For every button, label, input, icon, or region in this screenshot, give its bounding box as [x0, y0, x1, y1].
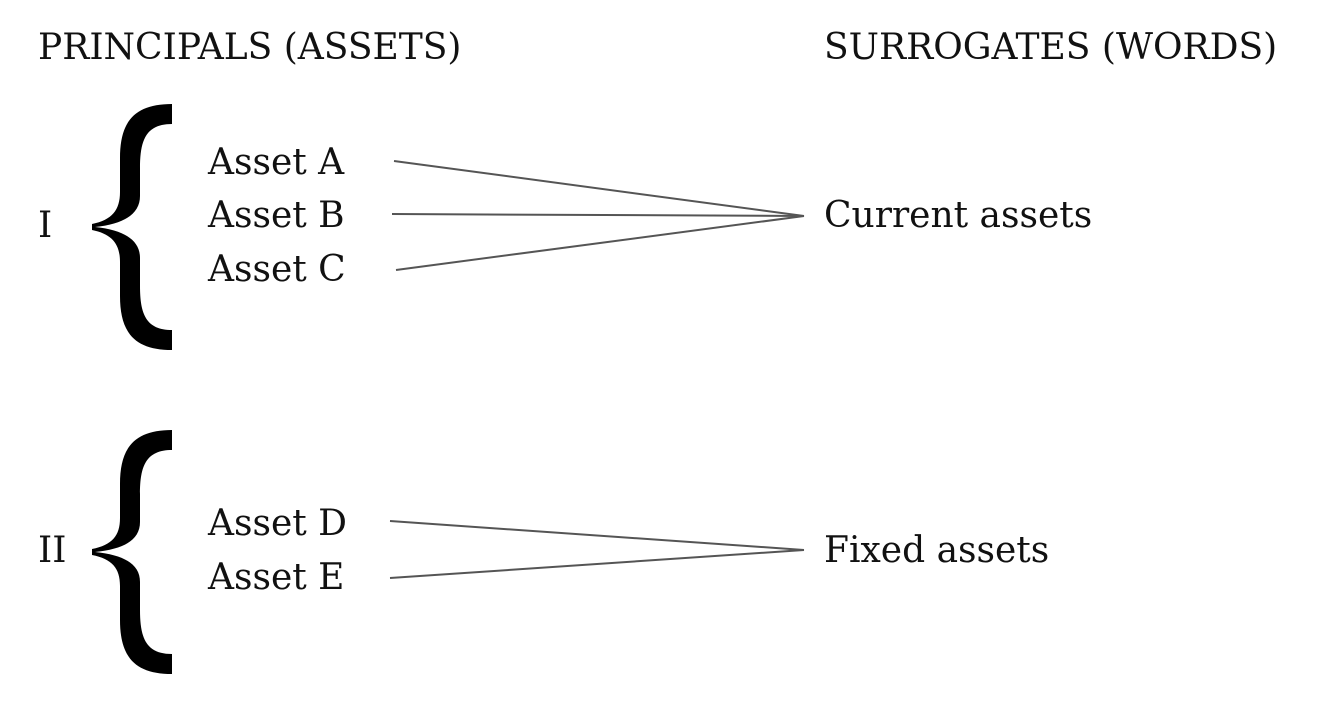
- asset-c-label: Asset C: [208, 249, 346, 290]
- asset-a-label: Asset A: [208, 142, 345, 183]
- group-2-label: II: [38, 530, 67, 571]
- asset-b-label: Asset B: [208, 195, 345, 236]
- connector-asset-d: [389, 520, 805, 551]
- asset-e-label: Asset E: [208, 557, 345, 598]
- fixed-assets-label: Fixed assets: [824, 530, 1050, 571]
- surrogates-header: SURROGATES (WORDS): [824, 27, 1278, 68]
- group-1-brace: [92, 104, 172, 350]
- connector-asset-c: [395, 215, 805, 271]
- current-assets-label: Current assets: [824, 195, 1093, 236]
- principals-header: PRINCIPALS (ASSETS): [38, 27, 462, 68]
- asset-d-label: Asset D: [208, 503, 348, 544]
- connector-asset-b: [391, 213, 805, 217]
- connector-asset-e: [389, 549, 805, 579]
- connector-asset-a: [393, 160, 805, 217]
- group-2-brace: [92, 430, 172, 674]
- group-1-label: I: [38, 205, 53, 246]
